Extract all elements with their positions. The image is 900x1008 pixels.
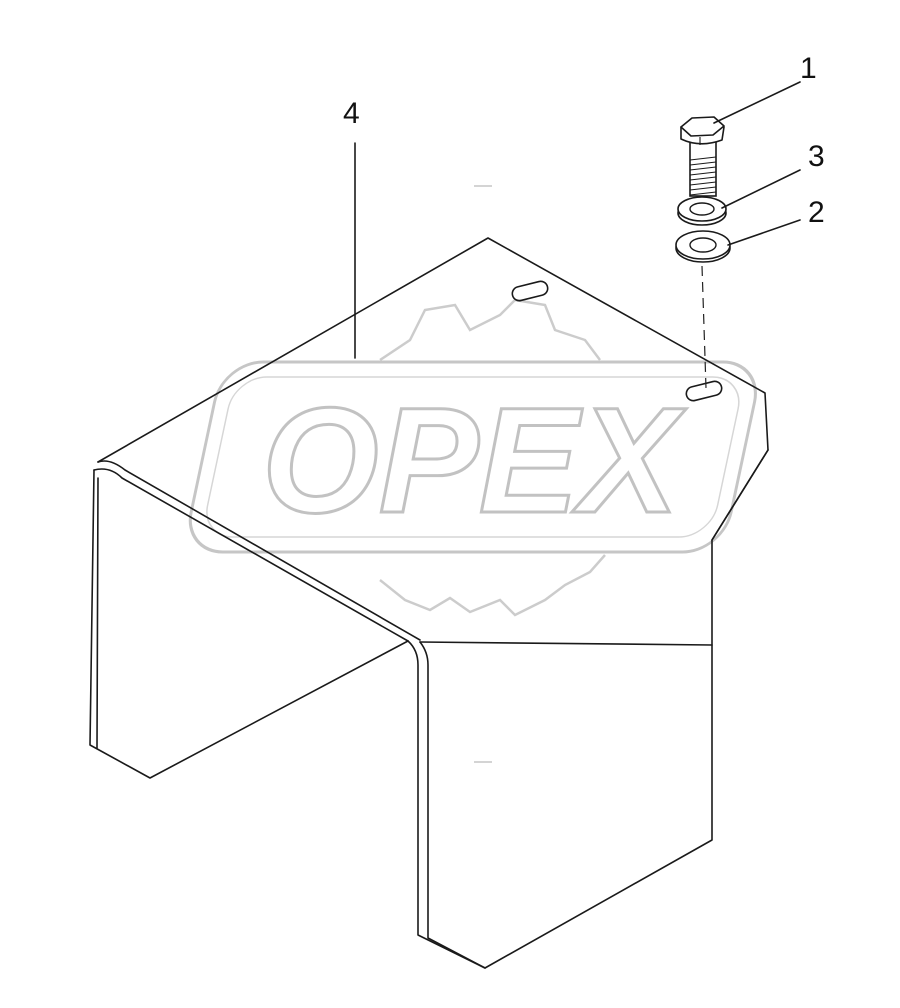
bracket-right-flange	[711, 449, 769, 541]
lock-washer-part	[677, 196, 727, 226]
leader-lines	[354, 81, 801, 359]
watermark-badge-inner	[206, 376, 740, 538]
callout-3: 3	[808, 140, 825, 173]
bolt-part	[680, 116, 725, 197]
cover-bracket-part	[89, 237, 769, 969]
leader-line-1	[713, 81, 801, 124]
mounting-slot-front	[685, 380, 723, 402]
bracket-front-edge	[97, 460, 421, 641]
bracket-front-edge-inner	[93, 468, 409, 642]
callout-2: 2	[808, 196, 825, 229]
mounting-slot-rear	[511, 280, 549, 302]
callout-1: 1	[800, 52, 817, 85]
bolt-thread	[689, 156, 717, 196]
leader-line-3	[721, 169, 801, 209]
watermark-text: OPEX	[262, 376, 687, 544]
bracket-front-leg-inner	[419, 641, 486, 969]
bracket-front-leg	[407, 640, 713, 969]
opex-watermark-logo: OPEX	[188, 298, 757, 617]
watermark-gear-icon	[379, 298, 606, 617]
watermark-badge	[188, 360, 757, 554]
leader-line-2	[727, 219, 801, 246]
bracket-left-leg-inner	[96, 477, 99, 749]
flat-washer-part	[675, 230, 731, 263]
bracket-left-leg	[89, 469, 409, 779]
assembly-centerline	[701, 265, 707, 389]
callout-4: 4	[343, 97, 360, 130]
